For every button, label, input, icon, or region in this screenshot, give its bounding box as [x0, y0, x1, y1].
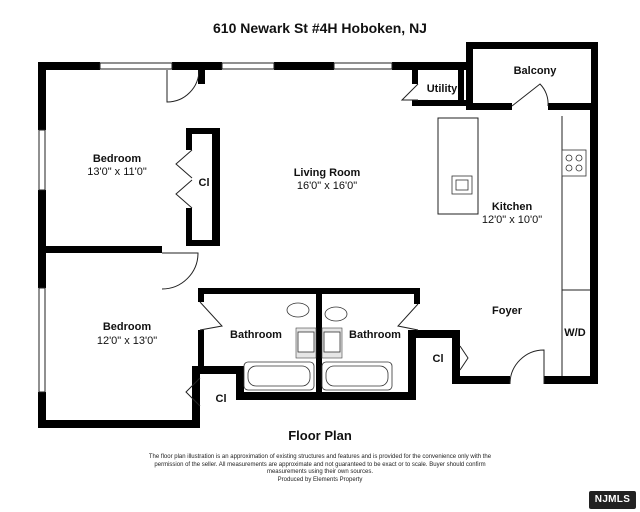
kitchen-name: Kitchen — [492, 201, 533, 213]
closet1-name: Cl — [199, 177, 210, 189]
washer-dryer-name: W/D — [564, 327, 585, 339]
njmls-logo: NJMLS — [589, 491, 636, 509]
bedroom2-dims: 12'0" x 13'0" — [97, 335, 157, 347]
doors — [161, 69, 549, 407]
balcony-name: Balcony — [514, 65, 558, 77]
living-room-name: Living Room — [294, 167, 361, 179]
bathroom2-name: Bathroom — [349, 329, 401, 341]
kitchen-island — [437, 117, 479, 215]
bedroom1-name: Bedroom — [93, 153, 142, 165]
disclaimer-line: The floor plan illustration is an approx… — [148, 454, 492, 460]
utility-name: Utility — [427, 83, 458, 95]
address-title: 610 Newark St #4H Hoboken, NJ — [213, 20, 427, 36]
bedroom2-name: Bedroom — [103, 321, 152, 333]
disclaimer-line: Produced by Elements Property — [277, 476, 363, 483]
disclaimer: The floor plan illustration is an approx… — [130, 454, 510, 484]
kitchen-dims: 12'0" x 10'0" — [482, 214, 542, 226]
bathroom1-name: Bathroom — [230, 329, 282, 341]
toilet-icon — [286, 302, 310, 318]
bath-fixtures — [243, 302, 393, 391]
kitchen-fixtures — [437, 116, 590, 376]
toilet-icon — [324, 306, 348, 322]
stove-icon — [561, 149, 587, 177]
closet3-name: Cl — [433, 353, 444, 365]
closet2-name: Cl — [216, 393, 227, 405]
living-room-dims: 16'0" x 16'0" — [297, 180, 357, 192]
plan-title: Floor Plan — [288, 428, 352, 443]
interior-walls — [38, 62, 466, 392]
disclaimer-line: measurements using their own sources. — [266, 469, 374, 475]
bedroom1-dims: 13'0" x 11'0" — [87, 166, 147, 178]
foyer-name: Foyer — [492, 305, 523, 317]
disclaimer-line: permission of the seller. All measuremen… — [154, 461, 486, 468]
